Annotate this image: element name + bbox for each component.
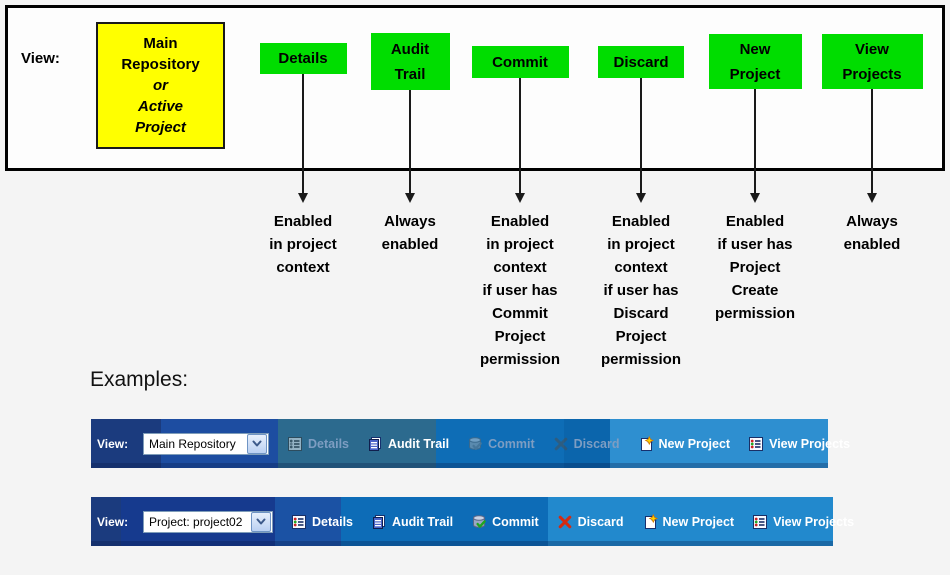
source-box-line: Project (135, 119, 186, 136)
diagram-view-label: View: (21, 50, 60, 67)
arrow-down-icon (298, 193, 308, 203)
view-dropdown[interactable]: Project: project02 (143, 510, 273, 533)
source-box-line: Active (137, 98, 184, 115)
toolbar-item-commit[interactable]: Commit (467, 436, 535, 452)
arrow-down-icon (867, 193, 877, 203)
new-project-icon (638, 435, 654, 452)
view-dropdown-value: Project: project02 (149, 514, 243, 529)
arrow-line (519, 78, 521, 193)
toolbar-item-audit-trail[interactable]: Audit Trail (371, 514, 453, 530)
diagram-button-view-projects: View Projects (821, 34, 923, 89)
source-box-line: Repository (121, 56, 200, 73)
toolbar-item-label: Discard (577, 514, 624, 529)
toolbar-item-label: New Project (662, 514, 735, 529)
example-toolbar-main-repository: View: Main Repository Details Audit Trail Co… (91, 419, 850, 468)
toolbar-item-label: Discard (573, 436, 620, 451)
arrow-down-icon (636, 193, 646, 203)
diagram-button-new-project: New Project (708, 34, 802, 89)
diagram-button-audit-trail: Audit Trail (370, 33, 450, 90)
toolbar-item-label: View Projects (769, 436, 851, 451)
toolbar-item-label: Audit Trail (392, 514, 454, 529)
chevron-down-icon (252, 440, 262, 448)
arrow-line (640, 78, 642, 193)
toolbar-item-label: Audit Trail (388, 436, 450, 451)
arrow-line (409, 90, 411, 193)
toolbar-item-label: Details (308, 436, 349, 451)
button-note-view-projects: Always enabled (843, 213, 901, 253)
toolbar-view-label: View: (97, 514, 129, 529)
source-box-line: or (153, 77, 168, 94)
button-note-new-project: Enabled if user has Project Create permi… (714, 213, 796, 322)
discard-icon (553, 436, 569, 452)
view-projects-icon (752, 514, 768, 530)
commit-icon (471, 514, 487, 530)
toolbar-item-commit[interactable]: Commit (471, 514, 539, 530)
dropdown-arrow-button[interactable] (251, 511, 271, 532)
arrow-down-icon (405, 193, 415, 203)
examples-heading: Examples: (90, 368, 189, 391)
button-note-commit: Enabled in project context if user has C… (479, 213, 561, 368)
details-icon (287, 436, 303, 452)
new-project-icon (642, 513, 658, 530)
audit-trail-icon (371, 514, 387, 530)
dropdown-arrow-button[interactable] (247, 433, 267, 454)
arrow-line (302, 74, 304, 193)
example-toolbar-active-project: View: Project: project02 Details Audit Trai… (91, 497, 854, 546)
arrow-down-icon (515, 193, 525, 203)
discard-icon (557, 514, 573, 530)
toolbar-item-details[interactable]: Details (287, 436, 349, 452)
toolbar-item-label: Commit (488, 436, 535, 451)
diagram-button-discard: Discard (598, 46, 684, 78)
toolbar-view-label: View: (97, 436, 129, 451)
toolbar-item-view-projects[interactable]: View Projects (748, 436, 850, 452)
diagram-button-details: Details (259, 43, 347, 74)
toolbar-item-new-project[interactable]: New Project (638, 435, 731, 452)
arrow-down-icon (750, 193, 760, 203)
toolbar-item-audit-trail[interactable]: Audit Trail (367, 436, 449, 452)
commit-icon (467, 436, 483, 452)
details-icon (291, 514, 307, 530)
button-note-details: Enabled in project context (269, 213, 337, 276)
toolbar-item-label: Commit (492, 514, 539, 529)
view-dropdown[interactable]: Main Repository (143, 432, 269, 455)
toolbar-item-discard[interactable]: Discard (557, 514, 624, 530)
chevron-down-icon (256, 518, 266, 526)
button-note-audit-trail: Always enabled (381, 213, 439, 253)
toolbar-item-label: View Projects (773, 514, 855, 529)
toolbar-item-new-project[interactable]: New Project (642, 513, 735, 530)
diagram-button-commit: Commit (471, 46, 569, 78)
source-box-line: Main (143, 35, 178, 52)
toolbar-item-label: Details (312, 514, 353, 529)
toolbar-item-discard[interactable]: Discard (553, 436, 620, 452)
toolbar-item-details[interactable]: Details (291, 514, 353, 530)
button-note-discard: Enabled in project context if user has D… (600, 213, 682, 368)
arrow-line (871, 89, 873, 193)
arrow-line (754, 89, 756, 193)
view-projects-icon (748, 436, 764, 452)
toolbar-item-label: New Project (658, 436, 731, 451)
audit-trail-icon (367, 436, 383, 452)
toolbar-item-view-projects[interactable]: View Projects (752, 514, 854, 530)
view-dropdown-value: Main Repository (149, 436, 236, 451)
